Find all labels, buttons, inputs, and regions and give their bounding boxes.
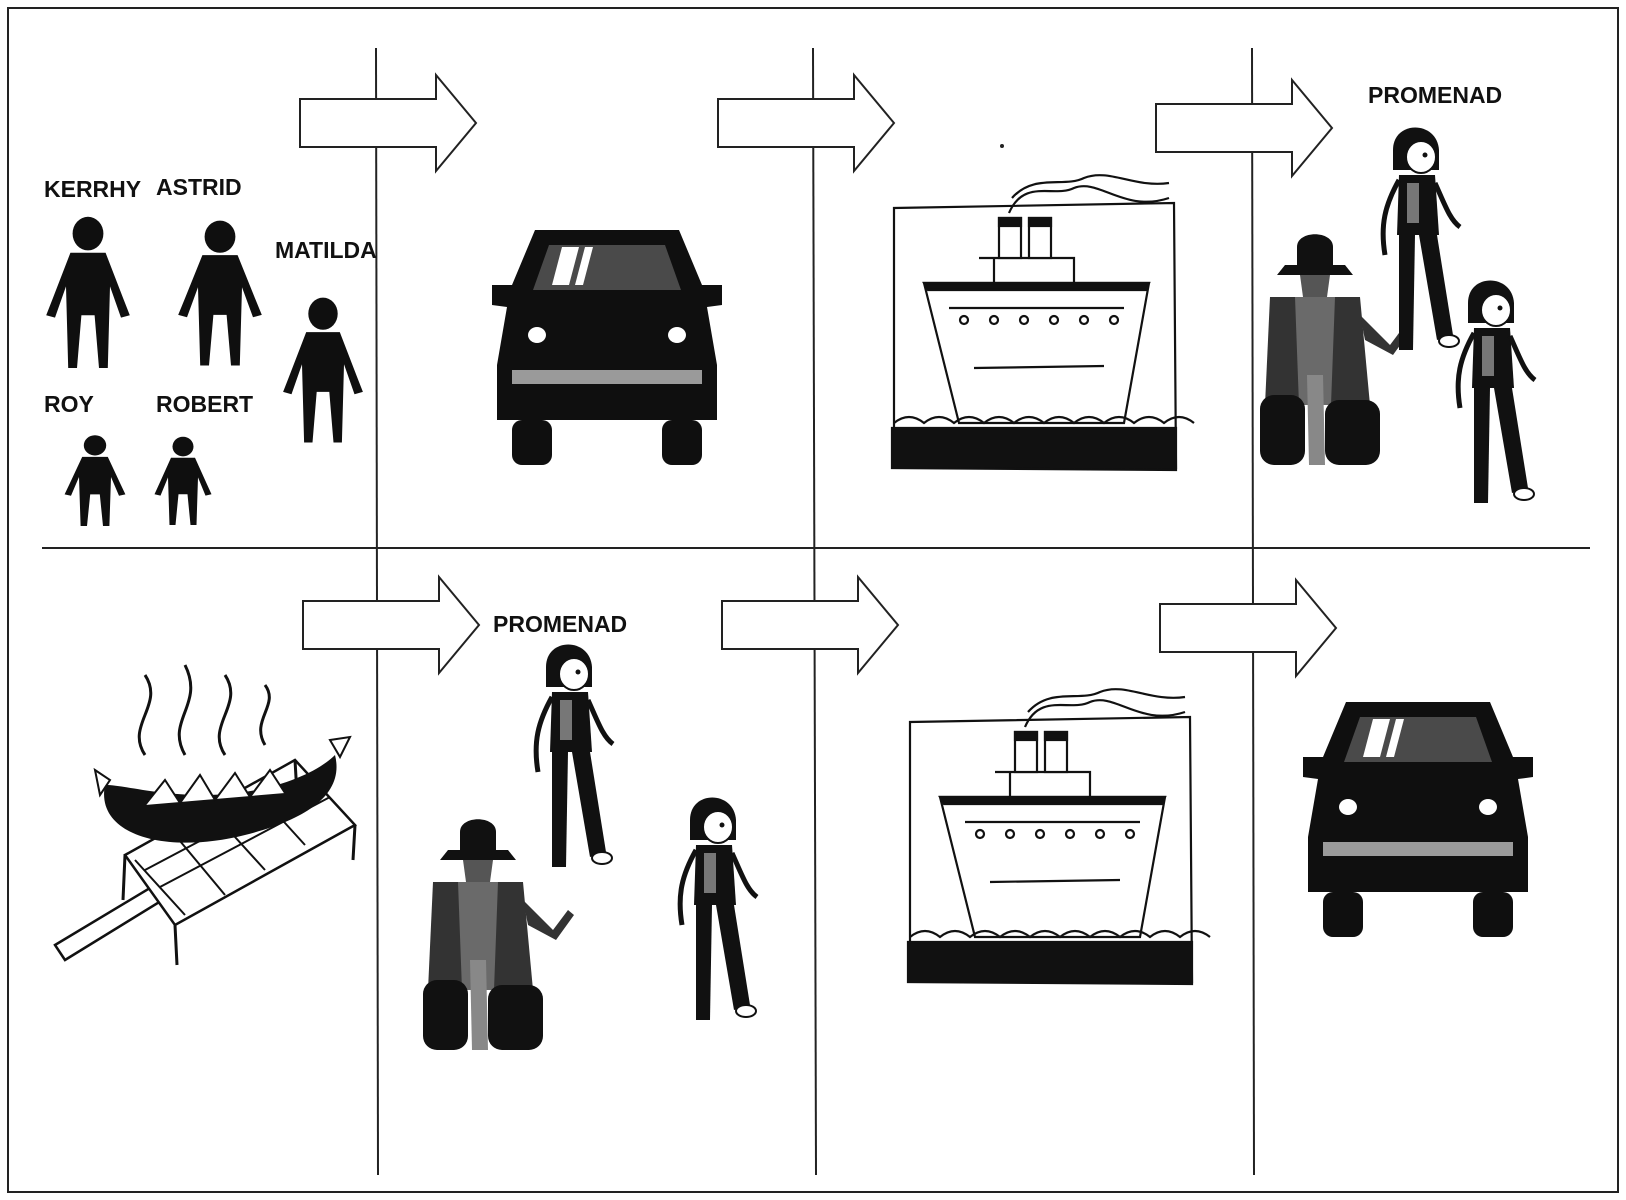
step-label: PROMENAD bbox=[493, 611, 627, 637]
person-icon bbox=[178, 221, 262, 366]
arrow-right-icon bbox=[1156, 80, 1332, 176]
girl-icon bbox=[680, 798, 757, 1021]
arrow-right-icon bbox=[1160, 580, 1336, 676]
man-with-hat-icon bbox=[1260, 234, 1411, 465]
person-label-astrid: ASTRID bbox=[156, 174, 242, 200]
promenade-people-icon bbox=[1260, 128, 1535, 504]
barbecue-sausage-icon bbox=[55, 665, 355, 965]
person-icon bbox=[65, 435, 126, 526]
arrow-right-icon bbox=[718, 75, 894, 171]
arrow-right-icon bbox=[722, 577, 898, 673]
person-label-matilda: MATILDA bbox=[275, 237, 377, 263]
people-group: KERRHY ASTRID MATILDA ROY ROBERT bbox=[44, 174, 377, 526]
arrow-right-icon bbox=[300, 75, 476, 171]
person-icon bbox=[155, 437, 212, 525]
girl-icon bbox=[1458, 281, 1535, 504]
arrow-right-icon bbox=[303, 577, 479, 673]
car-icon bbox=[492, 230, 722, 465]
girl-icon bbox=[1383, 128, 1460, 351]
car-icon bbox=[1303, 702, 1533, 937]
man-with-hat-icon bbox=[423, 819, 574, 1050]
promenade-people-icon bbox=[423, 645, 757, 1051]
person-icon bbox=[283, 298, 363, 443]
speck bbox=[1000, 144, 1004, 148]
girl-icon bbox=[536, 645, 613, 868]
person-label-roy: ROY bbox=[44, 391, 94, 417]
ship-icon bbox=[892, 175, 1194, 470]
person-label-kerrhy: KERRHY bbox=[44, 176, 141, 202]
person-icon bbox=[46, 217, 130, 368]
ship-icon bbox=[908, 689, 1210, 984]
person-label-robert: ROBERT bbox=[156, 391, 253, 417]
step-label: PROMENAD bbox=[1368, 82, 1502, 108]
